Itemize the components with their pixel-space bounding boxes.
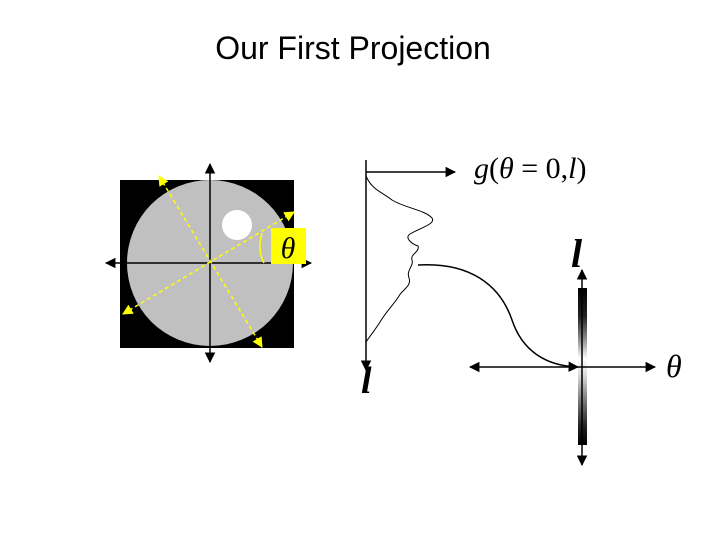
phantom-image [120,180,294,348]
g-theta: θ [499,152,514,185]
g-function-label: g(θ = 0,l) [474,152,587,185]
g-eq: = 0, [514,152,568,185]
theta-label-text: θ [281,232,296,265]
phantom-hole [222,210,252,240]
theta-label-left: θ [271,228,306,265]
mapping-arrow [418,265,578,367]
l-label-bottom: l [361,360,372,402]
g-close: ) [577,152,587,185]
g-func: g [474,152,489,185]
projection-profile-curve [366,176,433,342]
g-l: l [568,152,576,185]
sinogram-axes [470,270,655,465]
theta-label-right: θ [666,348,682,384]
g-open: ( [489,152,499,185]
l-label-top-right: l [571,231,583,276]
